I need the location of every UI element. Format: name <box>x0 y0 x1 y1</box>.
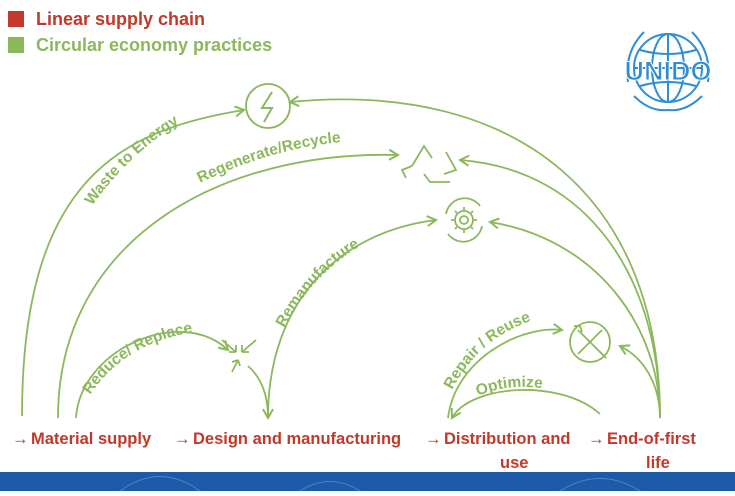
waste-arc-left <box>21 105 247 417</box>
arrow-3: → <box>425 430 442 448</box>
optimize-arc <box>450 389 601 420</box>
un-emblem-icon: UNIDO <box>624 31 712 112</box>
stage-end-of-first-line2: life <box>646 454 670 472</box>
lightning-icon <box>245 83 291 129</box>
legend: Linear supply chain Circular economy pra… <box>8 6 272 58</box>
repair-arc-right <box>618 344 661 419</box>
stage-end-of-first-line1: End-of-first <box>607 430 696 448</box>
footer-pattern <box>0 472 735 492</box>
unido-logo: UNIDO <box>620 22 716 118</box>
label-waste-to-energy: Waste to Energy <box>82 112 182 208</box>
arrow-1: → <box>12 430 29 448</box>
legend-item-circular: Circular economy practices <box>8 32 272 58</box>
label-optimize: Optimize <box>473 374 544 400</box>
legend-swatch-circular <box>8 37 24 53</box>
legend-swatch-linear <box>8 11 24 27</box>
label-regenerate-recycle: Regenerate/Recycle <box>195 129 342 186</box>
label-reduce-replace: Reduce/ Replace <box>79 319 193 397</box>
remanufacture-arc-left <box>267 215 439 419</box>
logo-text: UNIDO <box>625 56 712 86</box>
stage-material-supply: Material supply <box>31 430 152 448</box>
legend-label-circular: Circular economy practices <box>36 34 273 55</box>
compress-arrows-icon <box>221 339 257 373</box>
reduce-arc-right <box>247 365 274 421</box>
stage-distribution-line2: use <box>500 454 528 472</box>
gear-cycle-icon <box>445 197 483 243</box>
footer-band <box>0 472 735 492</box>
arrow-4: → <box>588 430 605 448</box>
recycle-arc-left <box>57 148 401 419</box>
legend-item-linear: Linear supply chain <box>8 6 272 32</box>
legend-label-linear: Linear supply chain <box>36 8 206 29</box>
remanufacture-arc-right <box>487 217 661 419</box>
arrow-2: → <box>174 430 191 448</box>
stage-design-manufacturing: Design and manufacturing <box>193 430 401 448</box>
label-remanufacture: Remanufacture <box>273 235 363 330</box>
recycle-icon <box>400 144 458 183</box>
recycle-arc-right <box>457 154 661 419</box>
waste-arc-right <box>287 95 661 419</box>
repair-arc-left <box>447 323 565 419</box>
reduce-arc-left <box>75 331 230 419</box>
stage-distribution-line1: Distribution and <box>444 430 571 448</box>
tools-icon <box>569 321 611 363</box>
